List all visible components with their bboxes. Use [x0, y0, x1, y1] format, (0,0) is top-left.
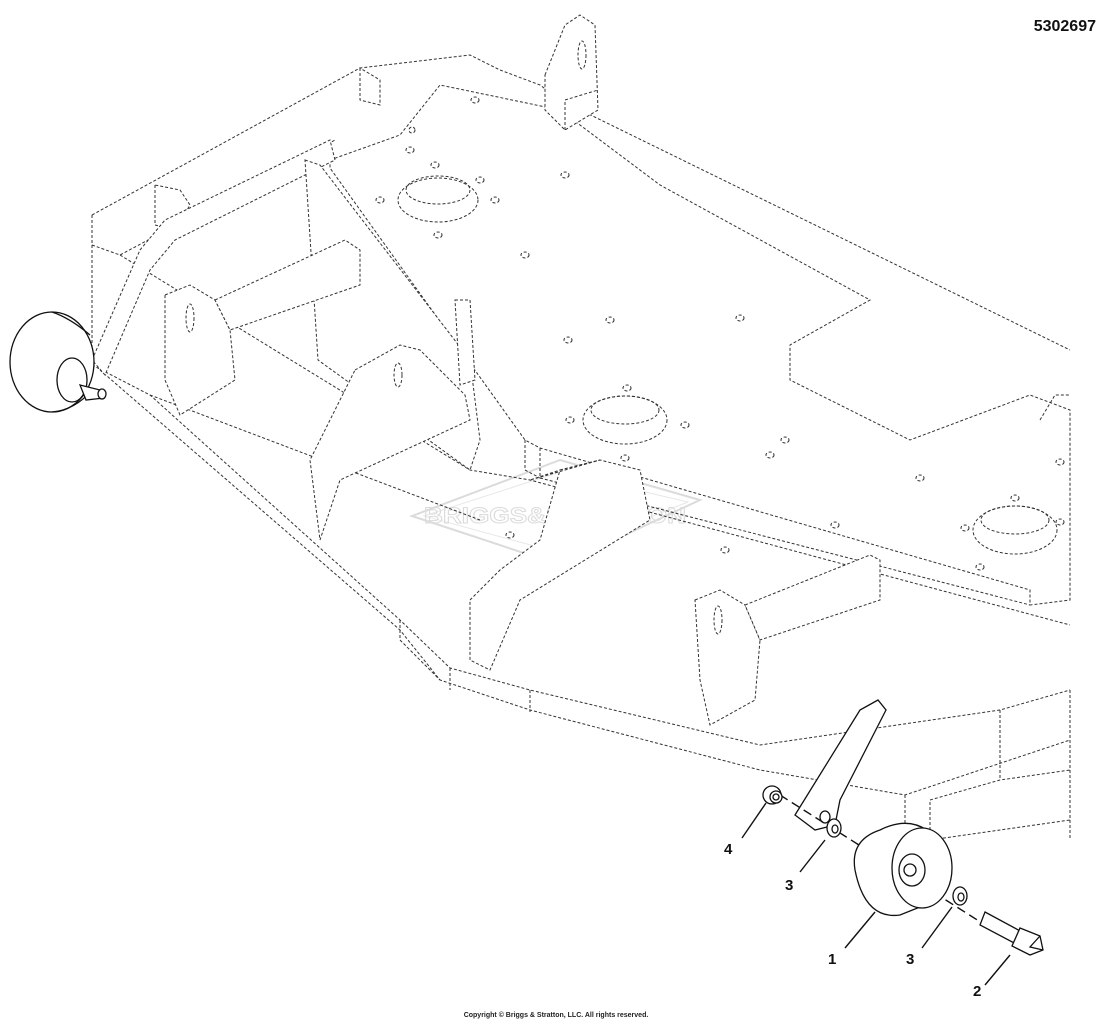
- copyright-notice: Copyright © Briggs & Stratton, LLC. All …: [463, 1012, 649, 1019]
- part-3-washer-inner: [826, 818, 842, 838]
- callout-1: 1: [828, 951, 836, 968]
- part-2-bolt: [979, 911, 1044, 956]
- part-1-gauge-wheel: [853, 822, 953, 917]
- callout-3b: 3: [906, 951, 914, 968]
- part-4-nut: [762, 785, 783, 805]
- callout-2: 2: [973, 983, 981, 1000]
- part-3-washer-outer: [952, 886, 968, 906]
- callout-4: 4: [724, 841, 733, 858]
- mower-deck: [91, 14, 1071, 841]
- callout-leaders: [741, 802, 1011, 986]
- wheel-bracket: [794, 699, 887, 831]
- left-gauge-wheel: [9, 311, 107, 413]
- part-number: 5302697: [1033, 18, 1096, 35]
- callout-3a: 3: [785, 877, 793, 894]
